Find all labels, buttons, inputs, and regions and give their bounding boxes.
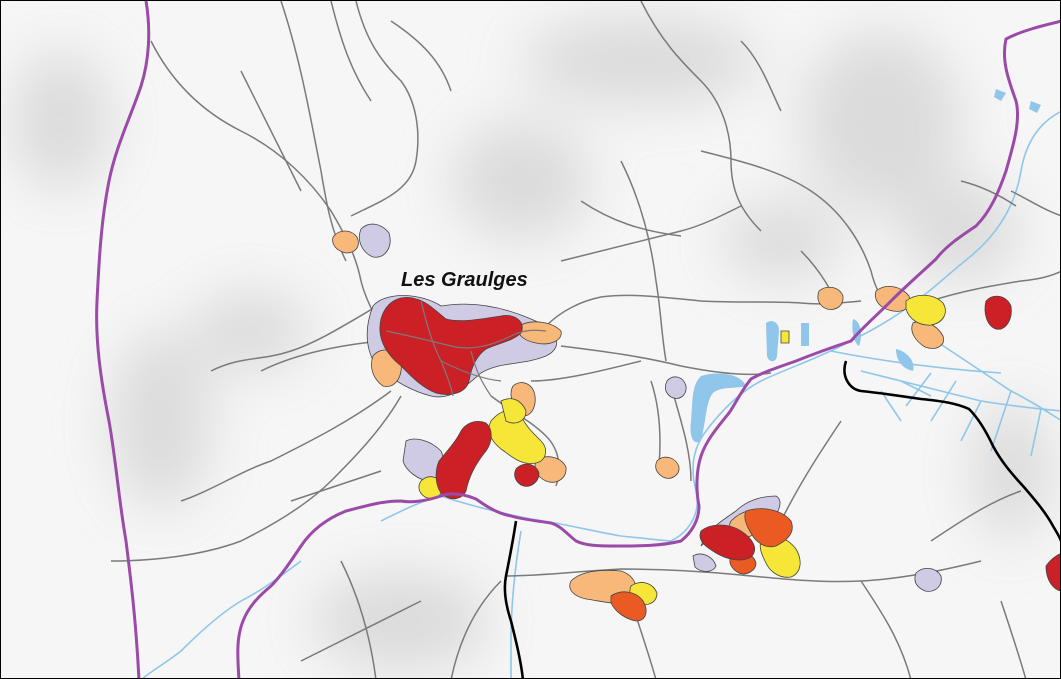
zone-light-orange (655, 456, 680, 479)
zone-dense (514, 463, 540, 487)
departmental-boundary (503, 360, 1060, 678)
commune-boundary (95, 1, 1060, 678)
zone-lilac (692, 553, 717, 572)
zone-yellow (500, 398, 527, 424)
zone-dense (699, 524, 755, 561)
urban-zones (332, 223, 1060, 622)
zone-orange (610, 591, 647, 622)
zone-lilac (664, 376, 687, 399)
water-bodies (690, 89, 1041, 443)
zone-yellow (905, 294, 946, 326)
zone-yellow (780, 330, 790, 344)
zone-dense (1045, 553, 1060, 592)
zone-orange (744, 508, 793, 548)
zone-lilac (914, 568, 942, 592)
zone-lilac (358, 223, 391, 258)
cluster-roads (385, 300, 547, 397)
zone-dense (984, 295, 1012, 330)
road-network (110, 1, 1060, 678)
zone-dense (435, 421, 492, 500)
zone-light-orange (332, 230, 359, 254)
place-label-les-graulges: Les Graulges (401, 269, 528, 291)
zone-light-orange (518, 321, 562, 345)
zone-light-orange (817, 286, 844, 310)
